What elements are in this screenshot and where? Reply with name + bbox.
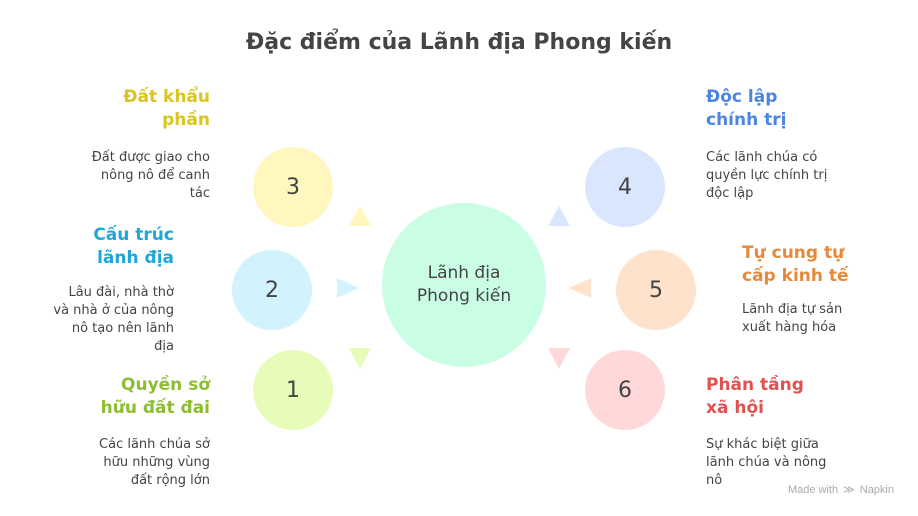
- desc-line: xuất hàng hóa: [742, 320, 837, 335]
- desc-line: nô: [706, 473, 723, 488]
- made-with-napkin-badge[interactable]: Made with ≫ Napkin: [788, 483, 894, 496]
- desc-line: và nhà ở của nông: [53, 303, 174, 318]
- item-6-description: Sự khác biệt giữa lãnh chúa và nông nô: [706, 436, 826, 490]
- title-line: Quyền sở: [121, 375, 210, 395]
- title-line: xã hội: [706, 398, 764, 418]
- node-number: 5: [649, 277, 663, 303]
- arrow-down-icon: [548, 348, 570, 369]
- item-6-title: Phân tầng xã hội: [706, 374, 804, 420]
- desc-line: đất rộng lớn: [130, 473, 210, 488]
- node-number: 2: [265, 277, 279, 303]
- desc-line: địa: [154, 339, 174, 354]
- desc-line: Đất được giao cho: [91, 150, 210, 165]
- center-label-line1: Lãnh địa: [427, 263, 501, 283]
- desc-line: Lâu đài, nhà thờ: [68, 285, 174, 300]
- title-line: chính trị: [706, 110, 787, 130]
- desc-line: hữu những vùng: [103, 455, 210, 470]
- title-line: phần: [162, 110, 210, 130]
- item-2-description: Lâu đài, nhà thờ và nhà ở của nông nô tạ…: [53, 284, 174, 356]
- item-5-title: Tự cung tự cấp kinh tế: [742, 242, 849, 288]
- center-label: Lãnh địa Phong kiến: [417, 262, 511, 308]
- item-2-title: Cấu trúc lãnh địa: [93, 224, 174, 270]
- title-line: hữu đất đai: [100, 398, 210, 418]
- node-4: 4: [585, 147, 665, 227]
- title-line: Phân tầng: [706, 375, 804, 395]
- desc-line: độc lập: [706, 186, 754, 201]
- desc-line: quyền lực chính trị: [706, 168, 828, 183]
- node-1: 1: [253, 350, 333, 430]
- title-line: cấp kinh tế: [742, 266, 849, 286]
- title-line: Tự cung tự: [742, 243, 845, 263]
- center-node: Lãnh địa Phong kiến: [382, 203, 546, 367]
- title-line: Cấu trúc: [93, 225, 174, 245]
- desc-line: lãnh chúa và nông: [706, 455, 827, 470]
- arrow-up-icon: [349, 206, 371, 226]
- node-6: 6: [585, 350, 665, 430]
- center-label-line2: Phong kiến: [416, 286, 512, 306]
- node-3: 3: [253, 147, 333, 227]
- node-number: 4: [618, 174, 632, 200]
- node-number: 1: [286, 377, 300, 403]
- desc-line: Sự khác biệt giữa: [706, 437, 819, 452]
- napkin-brand-text: Napkin: [859, 484, 894, 496]
- item-5-description: Lãnh địa tự sản xuất hàng hóa: [742, 301, 842, 337]
- arrow-down-icon: [349, 348, 371, 369]
- arrow-right-icon: [337, 278, 359, 298]
- diagram-title: Đặc điểm của Lãnh địa Phong kiến: [245, 30, 673, 55]
- item-3-description: Đất được giao cho nông nô để canh tác: [92, 149, 210, 203]
- title-line: Độc lập: [706, 87, 778, 107]
- item-4-title: Độc lập chính trị: [706, 86, 786, 132]
- item-1-title: Quyền sở hữu đất đai: [101, 374, 210, 420]
- desc-line: Lãnh địa tự sản: [742, 302, 843, 317]
- arrow-left-icon: [569, 278, 591, 298]
- desc-line: Các lãnh chúa sở: [99, 437, 210, 452]
- node-number: 3: [286, 174, 300, 200]
- desc-line: nông nô để canh: [100, 168, 210, 183]
- arrow-up-icon: [548, 206, 570, 226]
- item-3-title: Đất khẩu phần: [123, 86, 210, 132]
- node-2: 2: [232, 250, 312, 330]
- item-4-description: Các lãnh chúa có quyền lực chính trị độc…: [706, 149, 827, 203]
- item-1-description: Các lãnh chúa sở hữu những vùng đất rộng…: [99, 436, 210, 490]
- node-number: 6: [618, 377, 632, 403]
- napkin-logo-icon: ≫: [843, 484, 855, 496]
- title-line: lãnh địa: [97, 248, 174, 268]
- desc-line: nô tạo nên lãnh: [71, 321, 174, 336]
- made-with-text: Made with: [787, 484, 839, 496]
- node-5: 5: [616, 250, 696, 330]
- title-line: Đất khẩu: [123, 87, 210, 107]
- desc-line: tác: [189, 186, 210, 201]
- desc-line: Các lãnh chúa có: [706, 150, 818, 165]
